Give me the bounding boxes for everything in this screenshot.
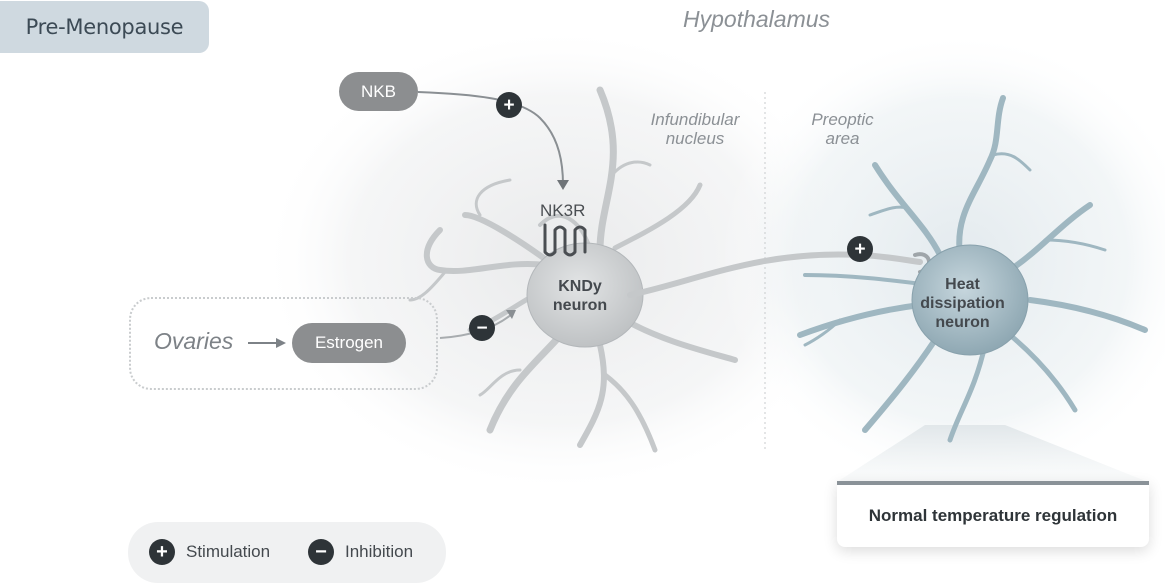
ovaries-estrogen-arrowhead xyxy=(276,338,286,348)
kndy-axon xyxy=(627,251,923,298)
legend: + Stimulation − Inhibition xyxy=(128,522,446,583)
hypothalamus-title: Hypothalamus xyxy=(683,6,831,32)
badge-symbol: − xyxy=(476,318,487,339)
nkb-arrowhead xyxy=(557,180,569,190)
nkb-pill: NKB xyxy=(339,72,418,111)
estrogen-inhibition-arrowhead xyxy=(506,310,516,319)
minus-icon: − xyxy=(308,539,334,565)
legend-stimulation-label: Stimulation xyxy=(186,542,271,561)
estrogen-inhibition-badge: − xyxy=(469,315,495,341)
axon-stimulation-badge: + xyxy=(847,236,873,262)
legend-stimulation: + Stimulation xyxy=(149,539,270,565)
legend-inhibition-label: Inhibition xyxy=(345,542,414,561)
outcome-card: Normal temperature regulation xyxy=(837,481,1149,547)
infundibular-nucleus-label: Infundibular nucleus xyxy=(650,110,740,148)
outcome-beam xyxy=(837,425,1148,482)
nkb-stimulation-badge: + xyxy=(496,92,522,118)
ovaries-label: Ovaries xyxy=(154,328,234,354)
estrogen-pill: Estrogen xyxy=(292,323,406,363)
heat-neuron-label: Heat dissipation neuron xyxy=(920,276,1005,331)
legend-inhibition: − Inhibition xyxy=(308,539,413,565)
nkb-arrow xyxy=(417,91,564,186)
ovaries-estrogen-box xyxy=(129,297,438,390)
kndy-neuron-dendrites xyxy=(408,86,738,453)
nk3r-label: NK3R xyxy=(540,201,586,220)
kndy-neuron-label: KNDy neuron xyxy=(552,278,608,314)
badge-symbol: + xyxy=(854,239,865,260)
preoptic-area-label: Preoptic area xyxy=(811,110,874,148)
badge-symbol: + xyxy=(503,95,514,116)
plus-icon: + xyxy=(149,539,175,565)
nk3r-receptor-icon xyxy=(543,223,587,257)
heat-neuron-dendrites xyxy=(797,95,1148,443)
stage-label: Pre-Menopause xyxy=(0,1,209,53)
heat-neuron-soma xyxy=(911,244,1029,356)
